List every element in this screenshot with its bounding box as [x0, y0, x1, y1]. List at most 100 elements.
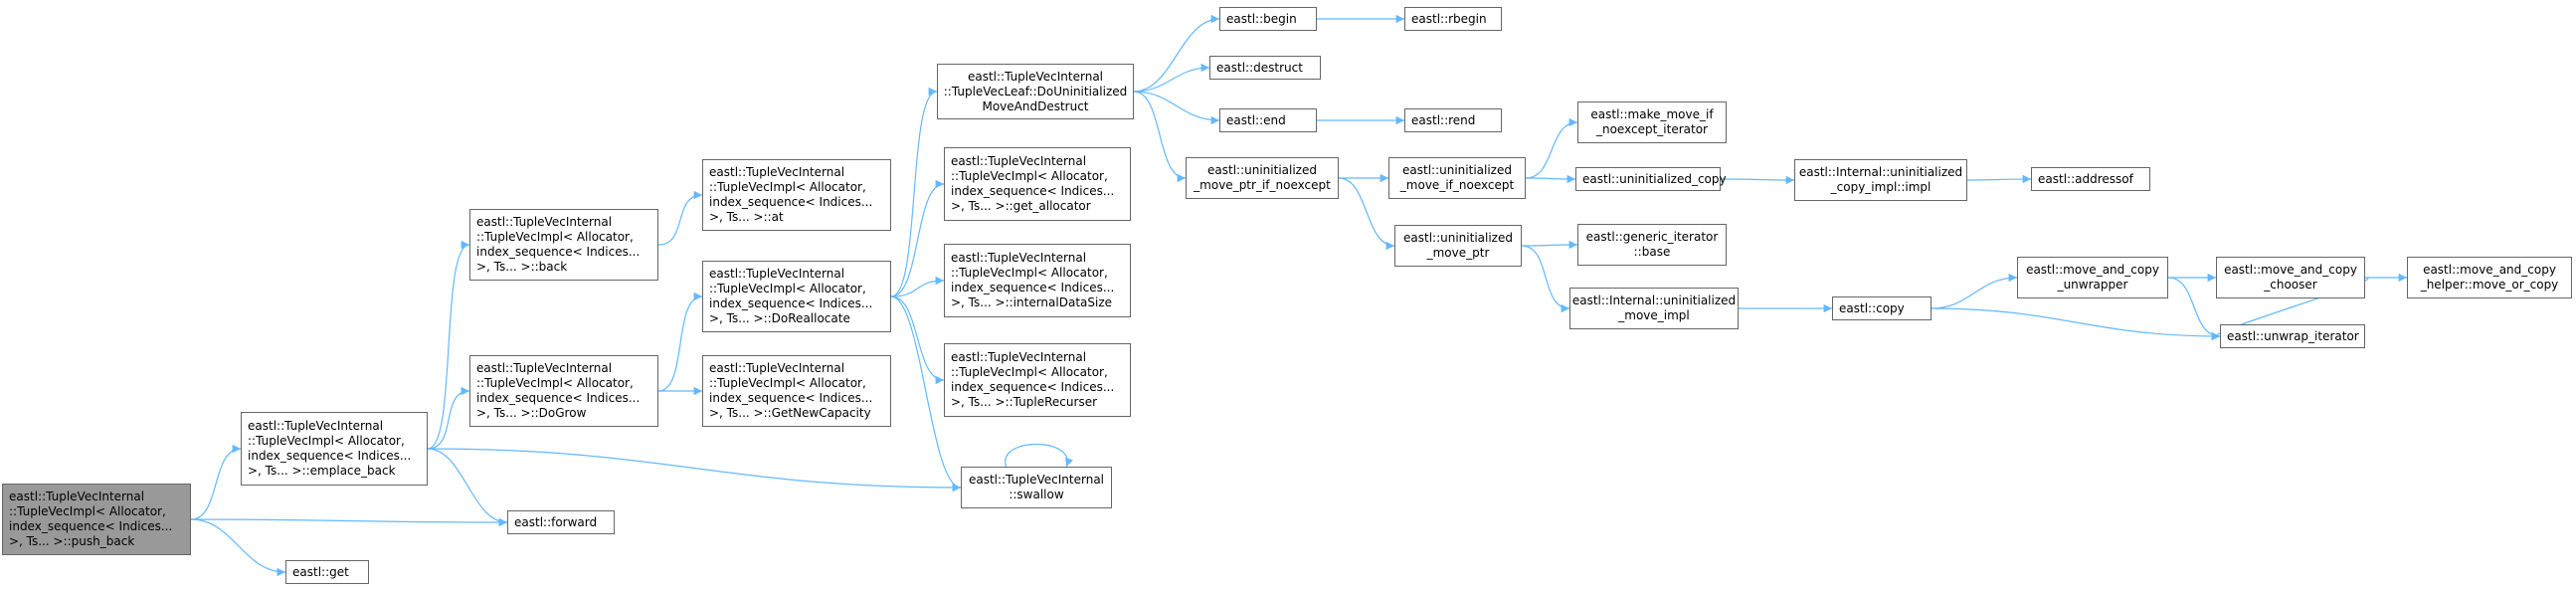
node-label-line: ::TupleVecImpl< Allocator, — [951, 365, 1108, 379]
node-getNewCapacity[interactable]: eastl::TupleVecInternal::TupleVecImpl< A… — [702, 355, 891, 427]
edge-doUninit-to-begin — [1133, 14, 1220, 93]
edge-umIfNoexcept-to-makeMoveIf — [1525, 117, 1578, 179]
node-label-line: index_sequence< Indices... — [951, 184, 1115, 198]
node-macUnwrapper[interactable]: eastl::move_and_copy_unwrapper — [2017, 257, 2168, 298]
node-label-line: eastl::destruct — [1216, 60, 1303, 75]
node-destruct[interactable]: eastl::destruct — [1209, 56, 1321, 80]
edge-emplace_back-to-back — [427, 240, 470, 450]
node-label-line: eastl::TupleVecInternal — [709, 165, 845, 179]
node-label-line: ::TupleVecImpl< Allocator, — [476, 376, 634, 390]
edge-umPtr-to-internalUMImpl — [1521, 245, 1570, 313]
node-label-line: index_sequence< Indices... — [9, 519, 173, 533]
node-emplace_back[interactable]: eastl::TupleVecInternal::TupleVecImpl< A… — [241, 412, 428, 486]
node-label-line: eastl::get — [292, 564, 349, 579]
edge-umpIfNoexcept-to-umPtr — [1338, 177, 1395, 251]
node-label-line: _move_ptr_if_noexcept — [1194, 178, 1331, 192]
node-label-line: ::TupleVecImpl< Allocator, — [709, 180, 866, 194]
node-label-line: ::TupleVecImpl< Allocator, — [951, 169, 1108, 183]
node-label-line: eastl::generic_iterator — [1585, 230, 1719, 244]
edge-back-to-at — [657, 190, 703, 246]
node-label-line: eastl::TupleVecInternal — [248, 419, 384, 433]
node-label-line: index_sequence< Indices... — [951, 281, 1115, 295]
node-doUninit[interactable]: eastl::TupleVecInternal::TupleVecLeaf::D… — [937, 64, 1134, 119]
edge-emplace_back-to-forward — [427, 448, 508, 527]
node-rbegin[interactable]: eastl::rbegin — [1404, 7, 1502, 31]
node-label-line: ::base — [1633, 245, 1671, 259]
node-genericIterBase[interactable]: eastl::generic_iterator::base — [1577, 224, 1727, 266]
node-label-line: >, Ts... >::DoReallocate — [709, 311, 850, 325]
node-unwrapIterator[interactable]: eastl::unwrap_iterator — [2220, 324, 2365, 348]
edge-swallow-to-swallow — [1005, 444, 1074, 468]
node-addressof[interactable]: eastl::addressof — [2031, 167, 2150, 191]
node-rend[interactable]: eastl::rend — [1404, 108, 1502, 132]
node-label-line: ::TupleVecImpl< Allocator, — [9, 504, 166, 518]
node-internalUCImpl[interactable]: eastl::Internal::uninitialized_copy_impl… — [1794, 159, 1967, 201]
node-label-line: eastl::uninitialized — [1207, 163, 1317, 177]
node-label-line: >, Ts... >::GetNewCapacity — [709, 406, 871, 420]
node-label-line: eastl::TupleVecInternal — [9, 490, 145, 503]
node-label-line: >, Ts... >::emplace_back — [248, 464, 396, 478]
edge-emplace_back-to-doGrow — [427, 386, 470, 450]
node-label-line: eastl::TupleVecInternal — [709, 361, 845, 375]
node-copy[interactable]: eastl::copy — [1832, 296, 1932, 320]
node-internalUMImpl[interactable]: eastl::Internal::uninitialized_move_impl — [1569, 288, 1739, 329]
node-end[interactable]: eastl::end — [1219, 108, 1317, 132]
node-label-line: eastl::uninitialized — [1402, 163, 1512, 177]
node-begin[interactable]: eastl::begin — [1219, 7, 1317, 31]
node-uninitCopy[interactable]: eastl::uninitialized_copy — [1575, 167, 1727, 191]
node-umPtr[interactable]: eastl::uninitialized_move_ptr — [1394, 225, 1522, 267]
node-label-line: ::TupleVecImpl< Allocator, — [709, 282, 866, 295]
node-label-line: ::TupleVecImpl< Allocator, — [951, 266, 1108, 280]
edge-umPtr-to-genericIterBase — [1521, 240, 1578, 250]
node-back[interactable]: eastl::TupleVecInternal::TupleVecImpl< A… — [469, 209, 658, 281]
node-label-line: ::TupleVecImpl< Allocator, — [709, 376, 866, 390]
edge-doGrow-to-doReallocate — [657, 292, 703, 392]
node-macChooser[interactable]: eastl::move_and_copy_chooser — [2216, 257, 2365, 298]
node-push_back[interactable]: eastl::TupleVecInternal::TupleVecImpl< A… — [2, 484, 191, 555]
node-label-line: eastl::Internal::uninitialized — [1571, 294, 1737, 307]
node-label-line: eastl::unwrap_iterator — [2227, 328, 2359, 343]
node-macHelper[interactable]: eastl::move_and_copy_helper::move_or_cop… — [2407, 257, 2572, 298]
edge-doReallocate-to-getAllocator — [890, 179, 945, 297]
node-label-line: >, Ts... >::get_allocator — [951, 199, 1091, 213]
edge-internalUCImpl-to-addressof — [1966, 174, 2032, 184]
node-doGrow[interactable]: eastl::TupleVecInternal::TupleVecImpl< A… — [469, 355, 658, 427]
node-umIfNoexcept[interactable]: eastl::uninitialized_move_if_noexcept — [1388, 157, 1526, 199]
node-tupleRecurser[interactable]: eastl::TupleVecInternal::TupleVecImpl< A… — [944, 343, 1131, 417]
node-label-line: eastl::end — [1226, 112, 1286, 127]
node-label-line: >, Ts... >::push_back — [9, 534, 135, 548]
node-label-line: index_sequence< Indices... — [709, 195, 873, 209]
node-label-line: _helper::move_or_copy — [2420, 278, 2559, 292]
node-umpIfNoexcept[interactable]: eastl::uninitialized_move_ptr_if_noexcep… — [1186, 157, 1339, 199]
edge-doReallocate-to-tupleRecurser — [890, 295, 945, 385]
node-label-line: eastl::TupleVecInternal — [951, 350, 1087, 364]
node-at[interactable]: eastl::TupleVecInternal::TupleVecImpl< A… — [702, 159, 891, 231]
edge-doUninit-to-destruct — [1133, 63, 1210, 93]
edge-push_back-to-forward — [190, 517, 508, 527]
node-label-line: index_sequence< Indices... — [248, 449, 412, 463]
node-label-line: eastl::move_and_copy — [2026, 263, 2159, 277]
node-forward[interactable]: eastl::forward — [507, 510, 615, 534]
node-label-line: eastl::Internal::uninitialized — [1798, 165, 1963, 179]
node-label-line: eastl::TupleVecInternal — [951, 251, 1087, 265]
node-label-line: MoveAndDestruct — [982, 98, 1089, 113]
node-label-line: index_sequence< Indices... — [709, 296, 873, 310]
node-internalDataSize[interactable]: eastl::TupleVecInternal::TupleVecImpl< A… — [944, 244, 1131, 317]
node-label-line: _move_ptr — [1426, 246, 1490, 260]
node-label-line: _chooser — [2264, 278, 2317, 292]
node-label-line: index_sequence< Indices... — [476, 245, 641, 259]
node-getAllocator[interactable]: eastl::TupleVecInternal::TupleVecImpl< A… — [944, 147, 1131, 221]
node-label-line: >, Ts... >::TupleRecurser — [951, 395, 1098, 409]
node-label-line: _noexcept_iterator — [1595, 122, 1708, 136]
node-swallow[interactable]: eastl::TupleVecInternal::swallow — [961, 467, 1112, 508]
node-label-line: eastl::rbegin — [1411, 11, 1487, 26]
node-label-line: index_sequence< Indices... — [951, 380, 1115, 394]
node-get[interactable]: eastl::get — [285, 560, 369, 584]
edge-doReallocate-to-internalDataSize — [890, 276, 945, 297]
node-makeMoveIf[interactable]: eastl::make_move_if_noexcept_iterator — [1577, 101, 1727, 143]
edge-doUninit-to-end — [1133, 91, 1220, 125]
node-doReallocate[interactable]: eastl::TupleVecInternal::TupleVecImpl< A… — [702, 261, 891, 332]
node-label-line: eastl::TupleVecInternal — [476, 361, 613, 375]
